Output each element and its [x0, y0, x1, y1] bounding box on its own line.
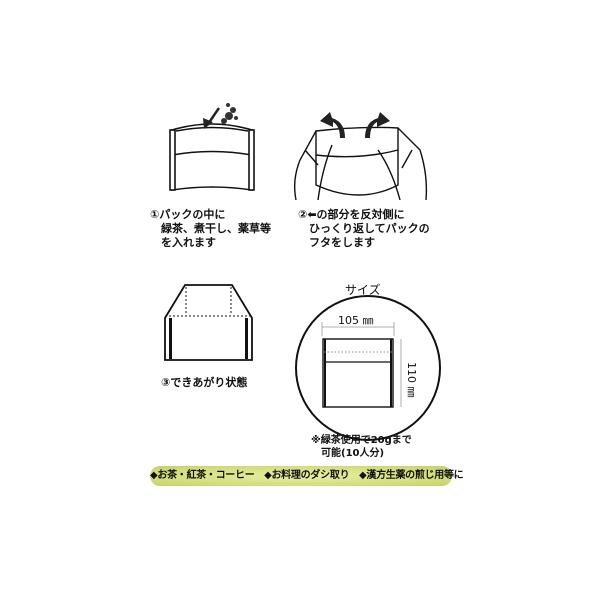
usage-banner: ◆お茶・紅茶・コーヒー ◆お料理のダシ取り ◆漢方生薬の煎じ用等に: [150, 466, 464, 486]
step3-finished-illustration: [164, 284, 253, 361]
tea-leaves-icon: [221, 103, 238, 124]
fold-arrow-right-icon: [365, 112, 390, 138]
step2-caption: ②⬅の部分を反対側に ひっくり返してパックの フタをします: [298, 208, 430, 249]
fold-arrow-left-icon: [320, 112, 345, 138]
step1-caption: ①パックの中に 緑茶、煮干し、薬草等 を入れます: [150, 208, 271, 249]
size-title: サイズ: [345, 283, 381, 297]
step3-caption: ③できあがり状態: [161, 376, 248, 389]
step2-hands-illustration: [293, 126, 428, 201]
step1-bag-illustration: [169, 123, 255, 191]
height-label: 110 ㎜: [405, 362, 418, 398]
capacity-note: ※緑茶使用で20gまで 可能(10人分): [311, 435, 412, 459]
size-diagram: [295, 295, 441, 441]
insert-arrow-icon: [203, 107, 221, 129]
width-label: 105 ㎜: [338, 314, 374, 327]
